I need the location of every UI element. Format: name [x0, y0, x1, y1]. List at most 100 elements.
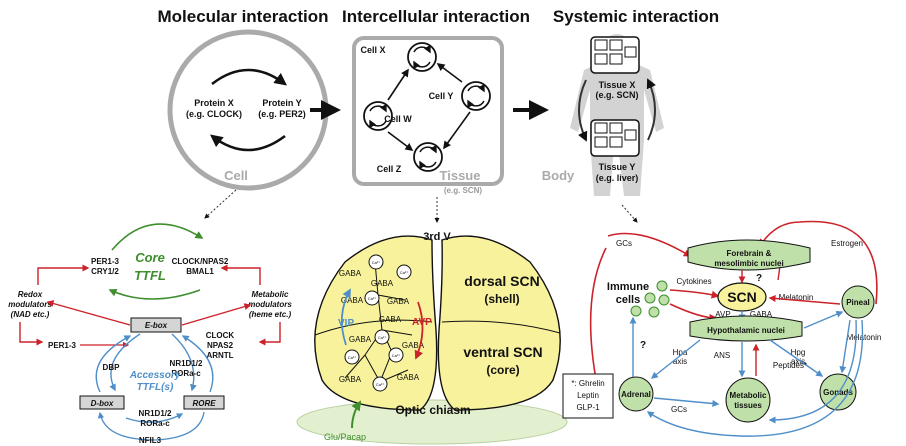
- protein-y-example: (e.g. PER2): [258, 109, 306, 119]
- cell-x-label: Cell X: [360, 45, 385, 55]
- cytokines-to-scn-arrow: [669, 289, 720, 299]
- tissue-label: Tissue: [440, 168, 481, 183]
- dbox-label: D-box: [91, 399, 114, 408]
- scn-right-divider: [441, 320, 561, 334]
- footnote-glp1: GLP-1: [576, 403, 600, 412]
- hpa-label: Hpa: [673, 348, 688, 357]
- avp-arrow: [414, 301, 424, 360]
- ebox-to-dbox-arrow: [109, 333, 141, 392]
- heading-intercellular: Intercellular interaction: [342, 7, 530, 26]
- neuron-ca-2: Ca²⁺: [400, 270, 409, 275]
- adrenal-node: [618, 376, 654, 412]
- gaba-label-8: GABA: [339, 375, 362, 384]
- cytokines-to-hypothalamus-arrow: [669, 303, 718, 322]
- metabolic-tissues-label: tissues: [734, 401, 762, 410]
- cell-panel: Protein X (e.g. CLOCK) Protein Y (e.g. P…: [167, 29, 329, 191]
- dbox-to-ebox-arrow: [95, 335, 132, 393]
- accessory-ttfl-label: TTFL(s): [137, 382, 174, 393]
- arrow-w-to-x: [387, 68, 409, 101]
- scn-section: 3rd V dorsal SCN (shell) ventral SCN (co…: [296, 231, 568, 445]
- rore-to-ebox-arrow: [181, 335, 214, 393]
- footnote-leptin: Leptin: [577, 391, 599, 400]
- ebox-to-rore-arrow: [171, 333, 197, 392]
- ror-bottom-label: RORa-c: [140, 419, 170, 428]
- core-arrow-bottom: [108, 288, 201, 300]
- cell-w: [363, 101, 393, 131]
- neuron-ca-3: Ca²⁺: [368, 296, 377, 301]
- glu-pacap-arrow: [351, 400, 362, 429]
- metabolic-to-clock-list-arrow: [258, 322, 281, 346]
- redox-to-per13-arrow: [19, 322, 44, 346]
- cell-w-label: Cell W: [384, 114, 412, 124]
- metabolic-label: Metabolic: [252, 290, 289, 299]
- gaba-label-7: GABA: [402, 341, 425, 350]
- core-label: Core: [135, 250, 165, 265]
- nr1d-bottom-label: NR1D1/2: [139, 409, 172, 418]
- immune-question: ?: [640, 340, 646, 351]
- scn-left-lobe: [314, 235, 438, 411]
- cell-label: Cell: [224, 168, 248, 183]
- gcs-to-forebrain-arrow: [607, 232, 692, 257]
- gaba-label-1: GABA: [339, 269, 362, 278]
- neuron-ca-4: Ca²⁺: [378, 335, 387, 340]
- tissue-x-label: Tissue X: [599, 80, 636, 90]
- avp-net-label: AVP: [715, 310, 730, 319]
- ebox-to-metabolic-arrow: [181, 303, 252, 326]
- scn-node-label: SCN: [727, 289, 757, 305]
- pineal-to-scn-arrow: [768, 294, 841, 305]
- body-arrow-up: [646, 78, 656, 141]
- cry-label: CRY1/2: [91, 267, 119, 276]
- connector-body-to-network: [621, 204, 638, 223]
- neuron-ca-5: Ca²⁺: [348, 355, 357, 360]
- hypothalamic-label: Hypothalamic nuclei: [707, 326, 785, 335]
- tissue-y-label: Tissue Y: [599, 162, 636, 172]
- melatonin-top-label: Melatonin: [779, 293, 814, 302]
- peptides-label: Peptides*: [773, 361, 807, 370]
- cell-arrow-top: [211, 68, 287, 86]
- forebrain-node: [687, 239, 811, 271]
- bmal1-label: BMAL1: [186, 267, 214, 276]
- gaba-label-5: GABA: [379, 315, 402, 324]
- clock-list-arntl: ARNTL: [206, 351, 233, 360]
- pineal-to-metabolic-arrow: [768, 319, 857, 424]
- ttfl-label: TTFL: [134, 268, 166, 283]
- tissue-y-example: (e.g. liver): [596, 173, 639, 183]
- mesolimbic-label: mesolimbic nuclei: [714, 259, 783, 268]
- redox-modulators-label: modulators: [8, 300, 52, 309]
- rore-element: [183, 395, 225, 410]
- bottom-arrow-to-rore: [125, 413, 184, 423]
- pineal-node: [841, 285, 875, 319]
- gaba-label-2: GABA: [371, 279, 394, 288]
- adrenal-label: Adrenal: [621, 390, 651, 399]
- vip-arrow: [340, 288, 351, 346]
- gaba-label-9: GABA: [397, 373, 420, 382]
- gaba-net-label: GABA: [750, 310, 773, 319]
- heading-systemic: Systemic interaction: [553, 7, 719, 26]
- avp-label: AVP: [412, 317, 432, 328]
- hpa-axis-label: axis: [673, 357, 687, 366]
- body-arrow-down: [578, 79, 588, 142]
- tissue-box: [352, 36, 504, 186]
- cell-z-label: Cell Z: [377, 164, 402, 174]
- scn-neuron-network: Ca²⁺ Ca²⁺ Ca²⁺ Ca²⁺ Ca²⁺ Ca²⁺ Ca²⁺ GABA …: [339, 254, 425, 392]
- neuron-ca-7: Ca²⁺: [376, 382, 385, 387]
- gaba-label-3: GABA: [341, 296, 364, 305]
- immune-cells-label: cells: [616, 294, 640, 306]
- hypothalamus-to-gonads-arrow: [769, 339, 824, 377]
- tissue-example: (e.g. SCN): [444, 186, 483, 195]
- cell-x: [407, 42, 437, 72]
- bottom-arrow-to-dbox: [97, 411, 205, 441]
- footnote-ghrelin: *: Ghrelin: [571, 379, 604, 388]
- cytokines-label: Cytokines: [676, 277, 711, 286]
- forebrain-link: [777, 265, 781, 281]
- cell-y-label: Cell Y: [429, 91, 454, 101]
- cell-arrow-bottom: [210, 134, 286, 152]
- third-ventricle-label: 3rd V: [423, 231, 451, 243]
- tissue-x-example: (e.g. SCN): [595, 90, 638, 100]
- neuron-ca-1: Ca²⁺: [372, 260, 381, 265]
- clock-list-clock: CLOCK: [206, 331, 235, 340]
- ebox-label: E-box: [145, 321, 168, 330]
- heading-molecular: Molecular interaction: [158, 7, 329, 26]
- neuron-ca-6: Ca²⁺: [392, 353, 401, 358]
